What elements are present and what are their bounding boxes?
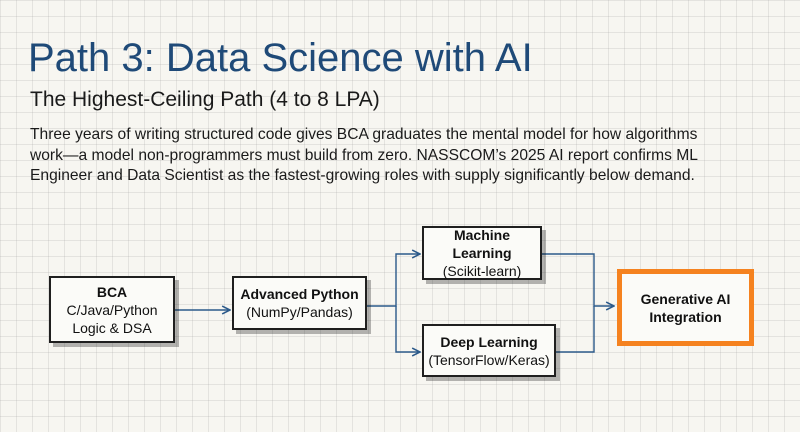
- node-advanced-python-line-1: (NumPy/Pandas): [246, 304, 353, 320]
- page-title: Path 3: Data Science with AI: [28, 36, 533, 80]
- node-machine-learning-title: Machine Learning: [452, 227, 512, 261]
- page-subtitle: The Highest-Ceiling Path (4 to 8 LPA): [30, 88, 380, 111]
- node-deep-learning: Deep Learning (TensorFlow/Keras): [422, 324, 556, 377]
- edge-dl-to-genai: [556, 306, 595, 353]
- node-generative-ai-title-line-2: Integration: [649, 308, 722, 325]
- node-bca-line-2: Logic & DSA: [72, 319, 152, 336]
- node-advanced-python-title: Advanced Python: [240, 286, 359, 302]
- edge-python-to-dl: [395, 306, 420, 352]
- node-deep-learning-title: Deep Learning: [440, 333, 538, 350]
- node-bca-line-1: C/Java/Python: [66, 301, 158, 318]
- node-bca-title: BCA: [96, 283, 128, 300]
- intro-paragraph: Three years of writing structured code g…: [30, 125, 790, 187]
- node-machine-learning: Machine Learning (Scikit-learn): [422, 226, 542, 280]
- node-generative-ai-integration: Generative AI Integration: [617, 269, 754, 346]
- node-machine-learning-line-1: (Scikit-learn): [442, 263, 522, 279]
- intro-line-3: Engineer and Data Scientist as the faste…: [30, 167, 695, 184]
- node-deep-learning-line-1: (TensorFlow/Keras): [428, 351, 550, 368]
- edge-ml-to-genai: [542, 253, 614, 306]
- intro-line-2: work—a model non-programmers must build …: [30, 146, 698, 164]
- node-generative-ai-title-line-1: Generative AI: [640, 290, 731, 307]
- intro-line-1: Three years of writing structured code g…: [30, 126, 698, 143]
- node-bca: BCA C/Java/Python Logic & DSA: [49, 276, 175, 343]
- node-advanced-python: Advanced Python (NumPy/Pandas): [232, 276, 367, 330]
- edge-python-to-ml: [367, 254, 420, 307]
